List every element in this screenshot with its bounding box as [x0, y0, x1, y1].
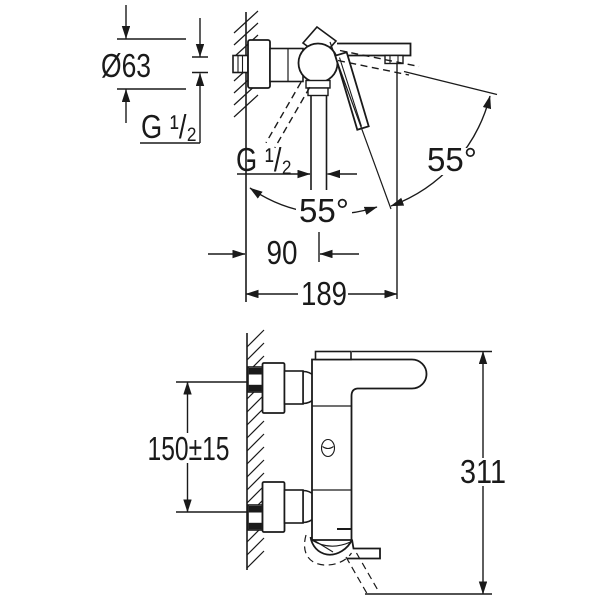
handle-position-left-dashed [265, 81, 311, 149]
label-mask [296, 197, 352, 226]
wall-hatching-front [246, 329, 265, 569]
lower-union-nut-band [248, 506, 262, 513]
mixer-body-top-view [297, 42, 339, 84]
label-mask [425, 148, 478, 175]
brand-logo-wave [322, 446, 334, 450]
handle-bowl-lip [312, 540, 351, 547]
handle-lever-step [347, 539, 381, 560]
dim-depth-label: 90 [267, 234, 298, 271]
lever-handle-inner-line [338, 57, 363, 127]
lower-escutcheon [261, 481, 286, 533]
angle-line-upper [403, 70, 498, 96]
inlet-nipple-thread-lines [237, 55, 244, 73]
connector-pipe [269, 47, 304, 83]
upper-escutcheon [261, 362, 286, 414]
body-and-spout-front-view [311, 358, 428, 541]
lower-union-nut-band [248, 522, 262, 530]
dim-projection-label: 189 [301, 275, 347, 312]
outlet-collar-lower [307, 87, 329, 97]
inlet-nipple [232, 54, 249, 74]
handle-bowl-fold [310, 538, 334, 553]
lower-union-connector [283, 489, 304, 524]
dim-thread-inlet-extension-lines [192, 56, 208, 74]
dim-spacing-label: 150±15 [148, 430, 230, 467]
handle-open-position-dashed [345, 552, 379, 594]
label-mask [457, 458, 509, 486]
brand-logo [320, 438, 336, 458]
dim-height-label: 311 [460, 453, 506, 490]
upper-union-connector [283, 370, 304, 405]
upper-union-nut-band [248, 368, 262, 375]
upper-union-nut-band [248, 384, 262, 392]
label-mask [298, 281, 348, 308]
dim-angle-left-label: 55° [299, 192, 349, 229]
escutcheon-top-view [247, 39, 271, 89]
outlet-collar-upper [305, 79, 331, 89]
spout-top-view [336, 42, 412, 57]
shower-outlet-pipe [310, 95, 328, 190]
aerator [384, 54, 404, 65]
top-view: Ø63 G ¹/₂ G ¹/₂ 55° 55° 90 189 [101, 5, 498, 312]
dim-thread-inlet-label: G ¹/₂ [141, 108, 197, 145]
dim-diameter-label: Ø63 [101, 47, 151, 84]
front-view: 150±15 311 [145, 329, 509, 595]
top-cap [314, 350, 352, 361]
dim-angle-right-label: 55° [427, 141, 477, 178]
dim-thread-outlet-label: G ¹/₂ [236, 141, 292, 178]
handle-dashed-envelope [303, 534, 352, 566]
handle-bowl [309, 536, 353, 556]
label-mask [145, 433, 233, 463]
angle-line-handle-axis [329, 41, 392, 210]
